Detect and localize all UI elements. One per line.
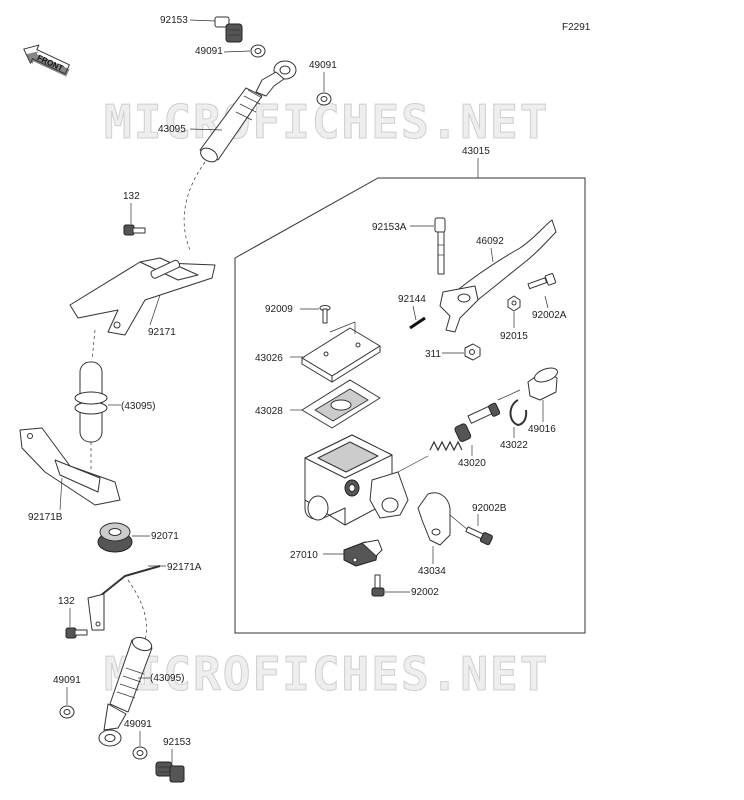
reservoir-cap-43026 bbox=[301, 327, 381, 383]
pivot-bolt-92153a bbox=[434, 217, 446, 275]
bolt-132-lower bbox=[65, 627, 88, 639]
callout-311: 311 bbox=[425, 349, 441, 360]
callout-43095-mid: (43095) bbox=[121, 401, 155, 412]
callout-92071: 92071 bbox=[151, 531, 179, 542]
brake-hose-upper bbox=[183, 87, 263, 251]
circlip-43022 bbox=[509, 399, 528, 426]
clamp-92171a bbox=[87, 565, 161, 631]
callout-49091-bottom-right: 49091 bbox=[124, 719, 152, 730]
bracket-92171b bbox=[19, 427, 121, 506]
diagram-code: F2291 bbox=[562, 22, 591, 33]
callout-49016: 49016 bbox=[528, 424, 556, 435]
callout-92002a: 92002A bbox=[532, 310, 567, 321]
screw-92002 bbox=[371, 574, 385, 597]
bracket-92171 bbox=[69, 257, 216, 336]
nut-92015 bbox=[507, 295, 521, 312]
watermark-bottom: MICROFICHES.NET bbox=[104, 647, 549, 701]
callout-92153-bottom: 92153 bbox=[163, 737, 191, 748]
master-cylinder-body bbox=[304, 434, 409, 526]
bolt-92002a bbox=[527, 273, 557, 290]
callout-43015: 43015 bbox=[462, 146, 490, 157]
screw-92009 bbox=[319, 305, 331, 324]
brake-lever-46092 bbox=[439, 219, 557, 333]
callout-92171b: 92171B bbox=[28, 512, 63, 523]
callout-92171: 92171 bbox=[148, 327, 176, 338]
grommet-92071 bbox=[97, 522, 133, 553]
assembly-outline bbox=[234, 177, 586, 634]
callout-92009: 92009 bbox=[265, 304, 293, 315]
callout-43095-lower: (43095) bbox=[150, 673, 184, 684]
callout-43026: 43026 bbox=[255, 353, 283, 364]
switch-27010 bbox=[343, 539, 383, 567]
callout-92153a: 92153A bbox=[372, 222, 407, 233]
boot-49016 bbox=[527, 367, 558, 401]
callout-132-lower: 132 bbox=[58, 596, 75, 607]
callout-92002: 92002 bbox=[411, 587, 439, 598]
callout-43028: 43028 bbox=[255, 406, 283, 417]
callout-49091-bottom-left: 49091 bbox=[53, 675, 81, 686]
callout-49091-top-right: 49091 bbox=[309, 60, 337, 71]
callout-92171a: 92171A bbox=[167, 562, 202, 573]
callout-43095-upper: 43095 bbox=[158, 124, 186, 135]
banjo-fitting-lower bbox=[98, 703, 127, 747]
callout-92015: 92015 bbox=[500, 331, 528, 342]
brake-hose-mid bbox=[74, 329, 108, 470]
brake-hose-lower bbox=[109, 579, 153, 713]
callout-46092: 46092 bbox=[476, 236, 504, 247]
callout-49091-top-left: 49091 bbox=[195, 46, 223, 57]
banjo-bolt-top bbox=[214, 16, 243, 43]
front-arrow-icon: FRONT bbox=[23, 44, 70, 77]
banjo-fitting-upper bbox=[255, 60, 297, 97]
callout-43034: 43034 bbox=[418, 566, 446, 577]
callout-43022: 43022 bbox=[500, 440, 528, 451]
callout-132-upper: 132 bbox=[123, 191, 140, 202]
callout-92144: 92144 bbox=[398, 294, 426, 305]
nut-311 bbox=[464, 343, 481, 361]
pin-92144 bbox=[409, 316, 426, 330]
bolt-132-upper bbox=[123, 224, 146, 236]
callout-92002b: 92002B bbox=[472, 503, 507, 514]
bolt-92002b bbox=[465, 526, 493, 546]
holder-43034 bbox=[417, 492, 451, 546]
callout-43020: 43020 bbox=[458, 458, 486, 469]
diaphragm-43028 bbox=[301, 379, 381, 429]
piston-kit-43020 bbox=[429, 402, 501, 452]
callout-27010: 27010 bbox=[290, 550, 318, 561]
callout-92153-top: 92153 bbox=[160, 15, 188, 26]
banjo-bolt-bottom bbox=[155, 761, 185, 783]
